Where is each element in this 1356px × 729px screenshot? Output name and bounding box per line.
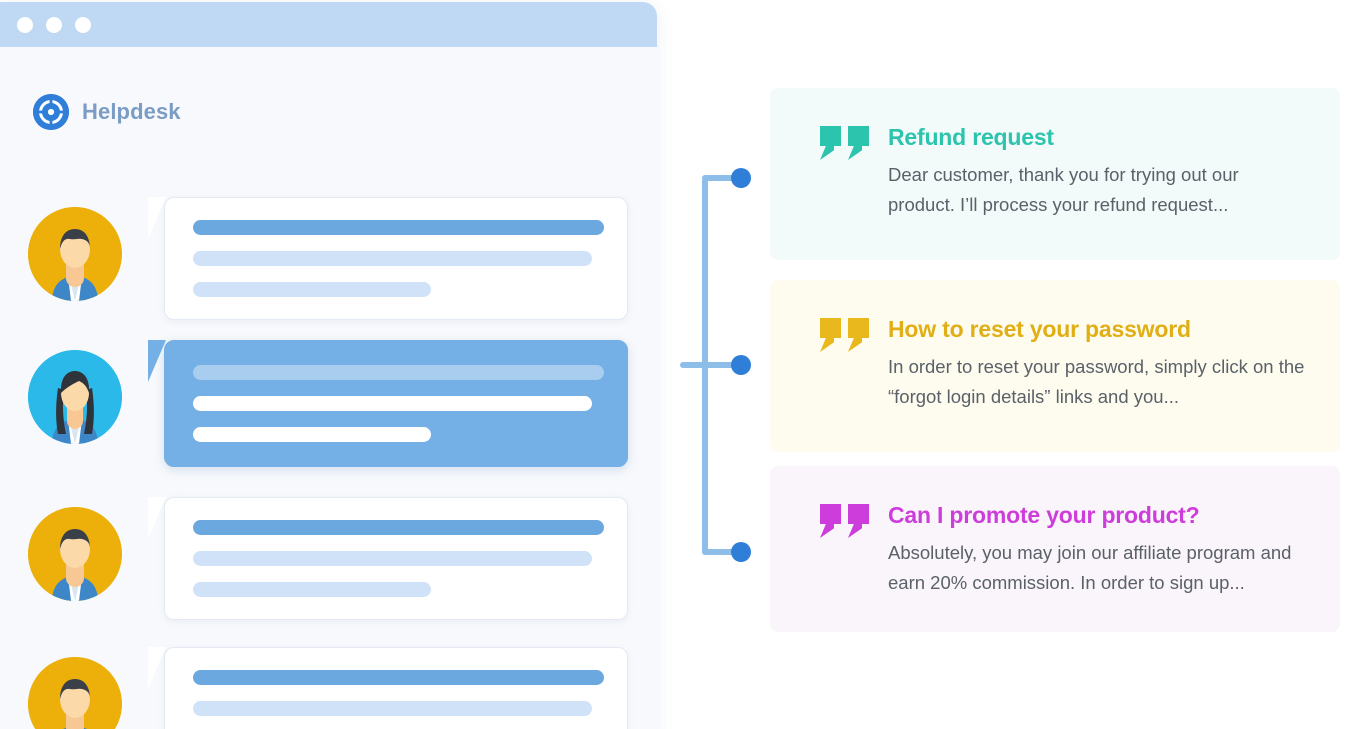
message-bubble[interactable]: [148, 197, 628, 320]
faq-card-title: Can I promote your product?: [888, 502, 1200, 528]
message-line: [193, 701, 592, 716]
message-line: [193, 220, 604, 235]
message-bubble[interactable]: [148, 497, 628, 620]
faq-card-title: How to reset your password: [888, 316, 1191, 342]
message-line: [193, 365, 604, 380]
window-close-dot-icon[interactable]: [17, 16, 33, 33]
female-avatar: [28, 350, 122, 444]
connector-branch-line: [702, 549, 744, 555]
window-titlebar: [0, 2, 657, 47]
faq-card-text: Refund request Dear customer, thank you …: [888, 124, 1310, 230]
browser-window: Helpdesk: [0, 2, 657, 729]
message-line: [193, 282, 432, 297]
male-avatar: [28, 507, 122, 601]
male-avatar: [28, 207, 122, 301]
message-line: [193, 670, 604, 685]
faq-card[interactable]: Refund request Dear customer, thank you …: [770, 88, 1340, 260]
connector-node-dot: [731, 542, 751, 562]
message-line: [193, 582, 432, 597]
quote-mark-icon: [820, 504, 870, 602]
connector-lines: [672, 0, 762, 729]
faq-card-body: Absolutely, you may join our affiliate p…: [888, 541, 1292, 593]
connector-branch-line: [680, 362, 744, 368]
message-row-selected[interactable]: [28, 340, 628, 467]
helpdesk-wheel-icon: [33, 94, 69, 130]
message-line: [193, 396, 592, 411]
faq-card[interactable]: Can I promote your product? Absolutely, …: [770, 466, 1340, 632]
faq-card-body: Dear customer, thank you for trying out …: [888, 163, 1239, 215]
faq-card[interactable]: How to reset your password In order to r…: [770, 280, 1340, 452]
connector-node-dot: [731, 355, 751, 375]
message-row[interactable]: [28, 497, 628, 620]
message-row[interactable]: [28, 647, 628, 729]
message-bubble[interactable]: [148, 647, 628, 729]
message-line: [193, 251, 592, 266]
window-minimize-dot-icon[interactable]: [46, 16, 62, 33]
male-avatar: [28, 657, 122, 729]
quote-mark-icon: [820, 318, 870, 422]
message-line: [193, 520, 604, 535]
faq-card-body: In order to reset your password, simply …: [888, 355, 1305, 407]
message-line: [193, 427, 432, 442]
message-line: [193, 551, 592, 566]
message-row[interactable]: [28, 197, 628, 320]
faq-card-title: Refund request: [888, 124, 1054, 150]
faq-card-text: How to reset your password In order to r…: [888, 316, 1310, 422]
brand-name: Helpdesk: [82, 99, 181, 124]
quote-mark-icon: [820, 126, 870, 230]
faq-card-text: Can I promote your product? Absolutely, …: [888, 502, 1310, 602]
brand[interactable]: Helpdesk: [33, 94, 181, 130]
message-bubble[interactable]: [148, 340, 628, 467]
connector-branch-line: [702, 175, 744, 181]
window-body: Helpdesk: [0, 47, 657, 729]
window-maximize-dot-icon[interactable]: [75, 16, 91, 33]
connector-node-dot: [731, 168, 751, 188]
